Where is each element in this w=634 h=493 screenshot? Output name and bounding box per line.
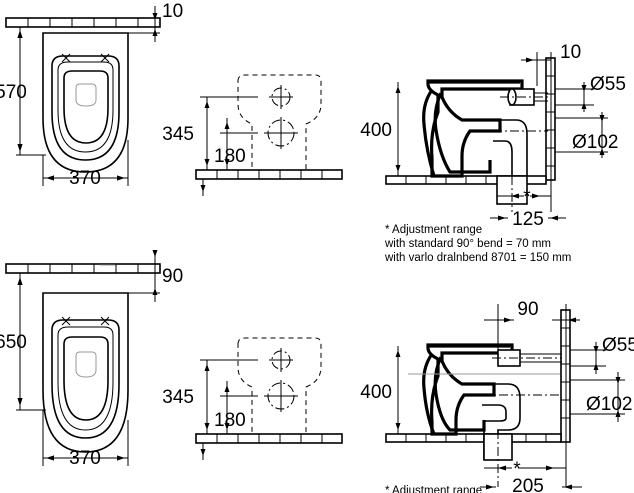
dimension-d102-top-label: Ø102 xyxy=(572,132,618,153)
dimension-d55-top-label: Ø55 xyxy=(590,74,626,95)
rear-view-top: 345 180 xyxy=(162,74,343,196)
rear-outline-top xyxy=(237,74,322,171)
plan-bowl-rim xyxy=(63,70,109,144)
side-bowl-inner-bottom xyxy=(433,356,486,432)
note-top-line3: with varlo dralnbend 8701 = 150 mm xyxy=(384,252,571,264)
wall-symbol-side-top xyxy=(545,52,556,212)
dimension-d102-bottom: Ø102 xyxy=(570,372,632,422)
dimension-90-side-bottom: 90 xyxy=(484,299,580,350)
plan-outer-outline xyxy=(42,32,129,173)
rear-center-mark-upper-bottom xyxy=(269,348,293,372)
side-inlet-spigot-top xyxy=(500,88,548,106)
dimension-125-top: 125 xyxy=(490,209,566,230)
rear-center-mark-upper-top xyxy=(269,85,293,109)
dimension-125-top-label: 125 xyxy=(512,209,544,230)
wall-symbol-top-plan xyxy=(5,17,161,28)
dimension-adjust-top-label: * xyxy=(523,187,531,208)
floor-symbol-side-bottom xyxy=(385,433,562,443)
plan-bowl-rim-bottom xyxy=(63,336,109,421)
rear-center-mark-lower-bottom xyxy=(264,380,298,412)
plan-seat-outer xyxy=(51,55,120,161)
dimension-345-bottom-label: 345 xyxy=(162,387,194,408)
plan-drain-hole-bottom xyxy=(75,351,97,378)
note-block-bottom: * Adjustment range xyxy=(385,485,482,493)
dimension-570: 570 xyxy=(0,27,46,156)
dimension-345-top: 345 xyxy=(162,96,258,170)
dimension-180-bottom: 180 xyxy=(214,381,258,434)
dimension-adjust-bottom-label: * xyxy=(513,459,521,480)
side-outlet-bend-top xyxy=(493,119,548,212)
dimension-d55-bottom: Ø55 xyxy=(570,335,634,374)
dimension-10-side-top: 10 xyxy=(521,42,581,86)
dimension-370-bottom: 370 xyxy=(42,410,129,469)
dimension-d55-top: Ø55 xyxy=(555,74,626,112)
dimension-180-bottom-label: 180 xyxy=(214,410,246,431)
plan-fixing-marks-bottom xyxy=(61,316,110,326)
plan-view-top: 570 370 10 xyxy=(0,1,183,189)
dimension-d102-bottom-label: Ø102 xyxy=(586,394,632,415)
side-section-view-bottom: 400 90 Ø55 Ø102 xyxy=(360,299,634,493)
side-bowl-front-bottom xyxy=(422,353,436,435)
dimension-400-bottom: 400 xyxy=(360,346,401,434)
dimension-adjust-top: * xyxy=(497,187,551,208)
wall-symbol-side-bottom xyxy=(560,304,571,487)
rear-center-mark-lower-top xyxy=(264,117,298,149)
dimension-180-top: 180 xyxy=(214,118,258,170)
dimension-370-top: 370 xyxy=(42,140,129,189)
note-top-line1: * Adjustment range xyxy=(385,224,482,236)
dimension-180-top-label: 180 xyxy=(214,146,246,167)
side-bowl-front-top xyxy=(422,89,436,177)
side-bowl-profile-bottom xyxy=(426,343,514,436)
note-bottom-line1: * Adjustment range xyxy=(385,485,482,493)
dimension-650-label: 650 xyxy=(0,332,27,353)
dimension-345-top-label: 345 xyxy=(162,124,194,145)
dimension-90-gap: 90 xyxy=(128,250,183,302)
dimension-400-top-label: 400 xyxy=(360,120,392,141)
plan-fixing-marks-top xyxy=(61,53,110,63)
dimension-370-bottom-label: 370 xyxy=(69,448,101,469)
side-bowl-profile-top xyxy=(426,79,524,178)
dimension-650: 650 xyxy=(0,273,46,411)
dimension-10-side-top-label: 10 xyxy=(560,42,581,63)
plan-drain-hole xyxy=(75,83,97,107)
dimension-10-gap-label: 10 xyxy=(162,1,183,22)
side-outlet-bend-bottom xyxy=(408,373,562,487)
dimension-90-gap-label: 90 xyxy=(162,266,183,287)
side-bowl-inner-top xyxy=(433,92,492,174)
dimension-10-gap: 10 xyxy=(128,1,183,42)
plan-view-bottom: 650 370 90 xyxy=(0,250,183,469)
wall-symbol-bottom-plan xyxy=(5,263,161,274)
dimension-345-bottom: 345 xyxy=(162,359,258,434)
plan-seat-inner-bottom xyxy=(57,326,114,431)
dimension-400-top: 400 xyxy=(360,82,401,176)
note-top-line2: with standard 90° bend = 70 mm xyxy=(384,238,551,250)
plan-outer-outline-bottom xyxy=(42,292,129,453)
side-inlet-spigot-bottom xyxy=(492,349,562,367)
note-block-top: * Adjustment range with standard 90° ben… xyxy=(384,224,571,264)
dimension-d55-bottom-label: Ø55 xyxy=(602,335,634,356)
plan-seat-inner xyxy=(57,61,114,153)
dimension-205-bottom: 205 xyxy=(480,476,582,493)
floor-symbol-rear-bottom xyxy=(195,433,343,444)
rear-view-bottom: 345 180 xyxy=(162,337,343,460)
dimension-400-bottom-label: 400 xyxy=(360,382,392,403)
dimension-370-top-label: 370 xyxy=(69,168,101,189)
side-section-view-top: 400 10 Ø55 Ø102 xyxy=(360,42,626,230)
plan-seat-outer-bottom xyxy=(51,319,120,439)
dimension-d102-top: Ø102 xyxy=(555,112,618,158)
dimension-205-bottom-label: 205 xyxy=(512,476,544,493)
dimension-90-side-bottom-label: 90 xyxy=(517,299,538,320)
floor-symbol-rear-top xyxy=(195,169,343,180)
dimension-adjust-bottom: * xyxy=(484,459,566,480)
dimension-570-label: 570 xyxy=(0,82,27,103)
rear-outline-bottom xyxy=(237,337,322,435)
